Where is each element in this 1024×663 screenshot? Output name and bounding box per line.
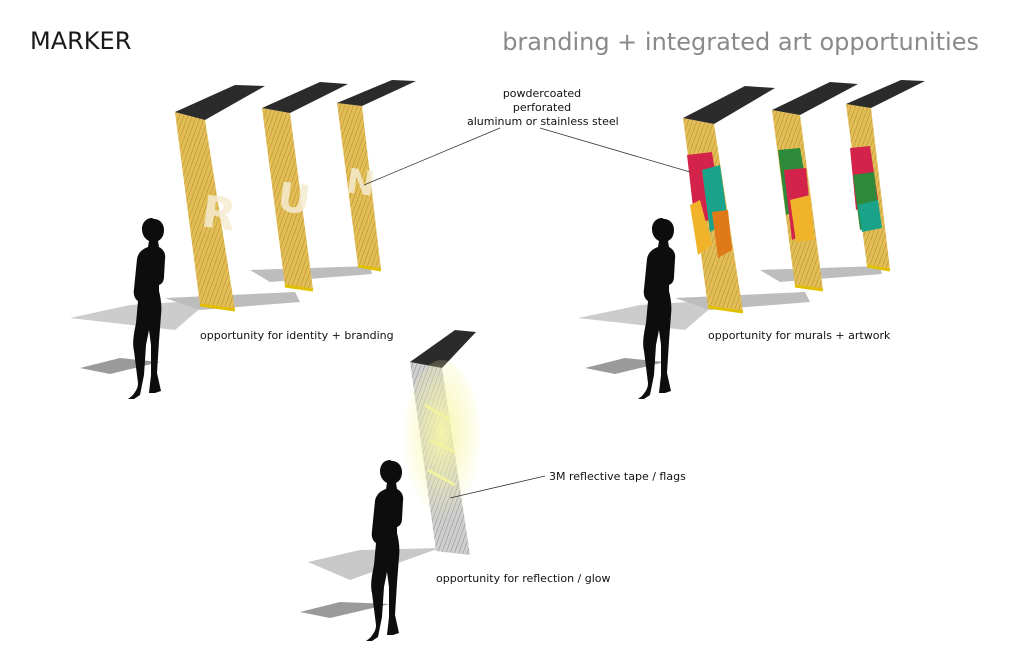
- caption-reflection: opportunity for reflection / glow: [436, 572, 611, 585]
- branding-letter: R: [198, 186, 239, 241]
- marker-top: [175, 85, 265, 120]
- caption-identity: opportunity for identity + branding: [200, 329, 394, 342]
- callout-line: [449, 475, 546, 499]
- material-line: aluminum or stainless steel: [467, 115, 619, 128]
- marker-panel: [337, 103, 381, 270]
- material-line: perforated: [512, 101, 572, 114]
- reflective-callout: 3M reflective tape / flags: [549, 470, 686, 483]
- marker-top: [262, 82, 348, 113]
- marker-panel: [262, 108, 313, 290]
- branding-letter: N: [344, 161, 378, 205]
- caption-murals: opportunity for murals + artwork: [708, 329, 891, 342]
- reflective-glow: [404, 360, 480, 520]
- reflection-scene: [300, 330, 480, 618]
- material-line: powdercoated: [502, 87, 582, 100]
- marker-panel: [175, 112, 235, 310]
- page-subtitle: branding + integrated art opportunities: [502, 28, 979, 56]
- branding-letter: U: [275, 174, 314, 224]
- callout-line: [363, 127, 501, 186]
- callout-line: [539, 127, 691, 173]
- marker-top: [337, 80, 416, 106]
- page-title: MARKER: [30, 27, 132, 55]
- material-callout: powdercoated perforated aluminum or stai…: [467, 87, 619, 129]
